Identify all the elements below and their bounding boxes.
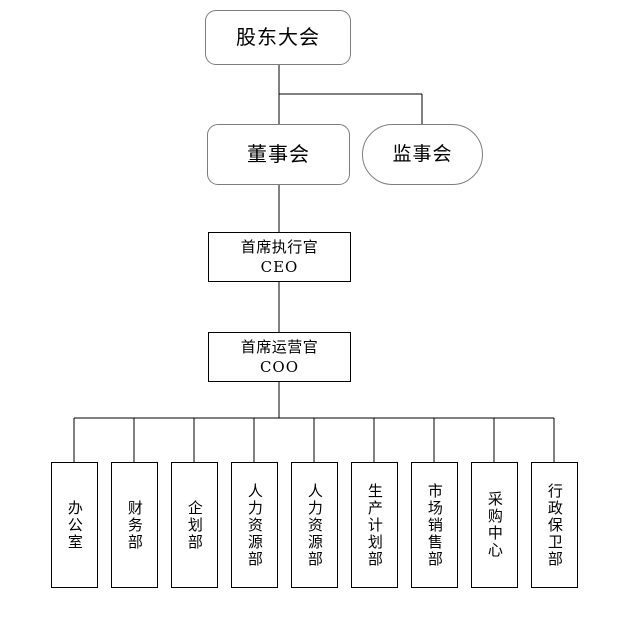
node-department-administration-security[interactable]: 行政保卫部 — [531, 462, 578, 588]
node-department-label: 办公室 — [65, 499, 84, 551]
node-department-office[interactable]: 办公室 — [51, 462, 98, 588]
node-department-marketing-sales[interactable]: 市场销售部 — [411, 462, 458, 588]
node-department-finance[interactable]: 财务部 — [111, 462, 158, 588]
node-coo-label-cn: 首席运营官 — [240, 337, 319, 356]
node-shareholders-meeting[interactable]: 股东大会 — [205, 10, 351, 65]
node-department-production-planning[interactable]: 生产计划部 — [351, 462, 398, 588]
node-coo-label-en: COO — [259, 357, 300, 376]
node-ceo-label-cn: 首席执行官 — [240, 237, 319, 256]
node-shareholders-meeting-label: 股东大会 — [236, 25, 320, 49]
node-department-label: 财务部 — [125, 499, 144, 551]
node-department-label: 行政保卫部 — [545, 482, 564, 568]
node-department-label: 生产计划部 — [365, 482, 384, 568]
node-ceo-label-en: CEO — [260, 257, 299, 276]
node-department-planning[interactable]: 企划部 — [171, 462, 218, 588]
node-department-procurement-center[interactable]: 采购中心 — [471, 462, 518, 588]
node-department-human-resources-1[interactable]: 人力资源部 — [231, 462, 278, 588]
node-ceo[interactable]: 首席执行官 CEO — [208, 232, 351, 282]
node-department-human-resources-2[interactable]: 人力资源部 — [291, 462, 338, 588]
node-board-of-directors[interactable]: 董事会 — [207, 124, 350, 185]
node-board-of-supervisors-label: 监事会 — [392, 142, 453, 165]
node-board-of-supervisors[interactable]: 监事会 — [362, 124, 483, 185]
node-department-label: 企划部 — [185, 499, 204, 551]
node-department-label: 市场销售部 — [425, 482, 444, 568]
node-coo[interactable]: 首席运营官 COO — [208, 332, 351, 382]
node-department-label: 人力资源部 — [305, 482, 324, 568]
node-department-label: 人力资源部 — [245, 482, 264, 568]
node-board-of-directors-label: 董事会 — [247, 142, 310, 166]
node-department-label: 采购中心 — [485, 491, 504, 559]
